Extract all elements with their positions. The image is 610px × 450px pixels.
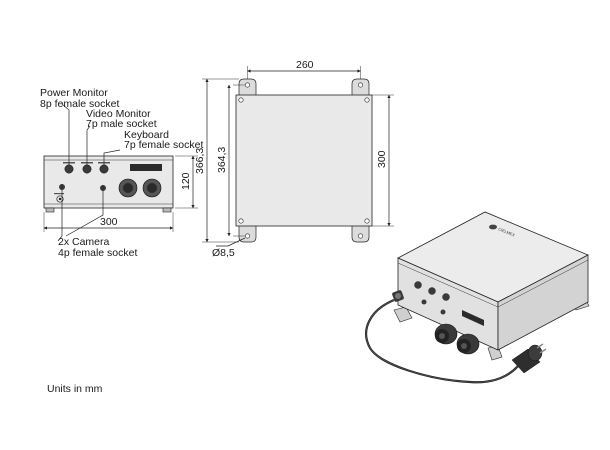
hole-diameter-value: Ø8,5: [212, 247, 235, 259]
hole-spacing-value: 364,3: [216, 147, 228, 173]
iso-right-face: [497, 254, 589, 351]
front-width-value: 300: [100, 216, 118, 228]
box-height-value: 300: [376, 150, 388, 168]
camera-label: 2x Camera 4p female socket: [58, 236, 137, 259]
top-view-box: [235, 94, 373, 227]
hole-spacing-dimension: 364,3: [216, 84, 245, 237]
cable-gland-1: [118, 178, 138, 198]
units-note: Units in mm: [47, 383, 103, 395]
iso-flange-left: [393, 306, 413, 323]
keyboard-title: Keyboard: [124, 129, 169, 141]
iso-brand-text: CIELMEX: [498, 226, 516, 237]
iso-cable-gland-2: [456, 333, 480, 355]
keyboard-subtitle: 7p female socket: [124, 139, 203, 151]
front-width-dimension: 300: [43, 212, 174, 232]
front-height-value: 120: [180, 172, 192, 190]
power-monitor-label: Power Monitor 8p female socket: [40, 87, 119, 110]
camera-title: 2x Camera: [58, 236, 110, 248]
keyboard-label: Keyboard 7p female socket: [124, 129, 203, 151]
power-monitor-socket: [64, 164, 74, 174]
box-height-dimension: 300: [372, 94, 394, 227]
keyboard-socket: [99, 164, 109, 174]
front-label-strip: [130, 164, 162, 171]
total-height-value: 366,3: [194, 148, 206, 174]
hole-diameter-callout: Ø8,5: [212, 237, 246, 259]
power-monitor-title: Power Monitor: [40, 87, 108, 99]
total-height-dimension: 366,3: [194, 78, 239, 243]
iso-brand-logo: CIELMEX: [489, 224, 516, 238]
iso-mains-plug: [511, 343, 547, 374]
front-foot-right: [162, 207, 172, 213]
top-view: [235, 78, 373, 243]
front-height-dimension: 120: [175, 155, 198, 209]
camera-subtitle: 4p female socket: [58, 247, 137, 259]
video-monitor-subtitle: 7p male socket: [86, 118, 157, 130]
front-foot-left: [45, 207, 55, 213]
iso-cable-gland-1: [434, 323, 458, 345]
cable-gland-2: [142, 178, 162, 198]
power-monitor-subtitle: 8p female socket: [40, 98, 119, 110]
front-view: [43, 155, 174, 213]
video-monitor-label: Video Monitor 7p male socket: [86, 108, 157, 130]
isometric-view: CIELMEX: [365, 211, 590, 384]
video-monitor-title: Video Monitor: [86, 108, 151, 120]
iso-plug-connector: [392, 290, 404, 302]
top-width-dimension: 260: [247, 59, 361, 79]
ground-connector: [56, 195, 64, 203]
top-width-value: 260: [296, 59, 314, 71]
video-monitor-socket: [82, 164, 92, 174]
